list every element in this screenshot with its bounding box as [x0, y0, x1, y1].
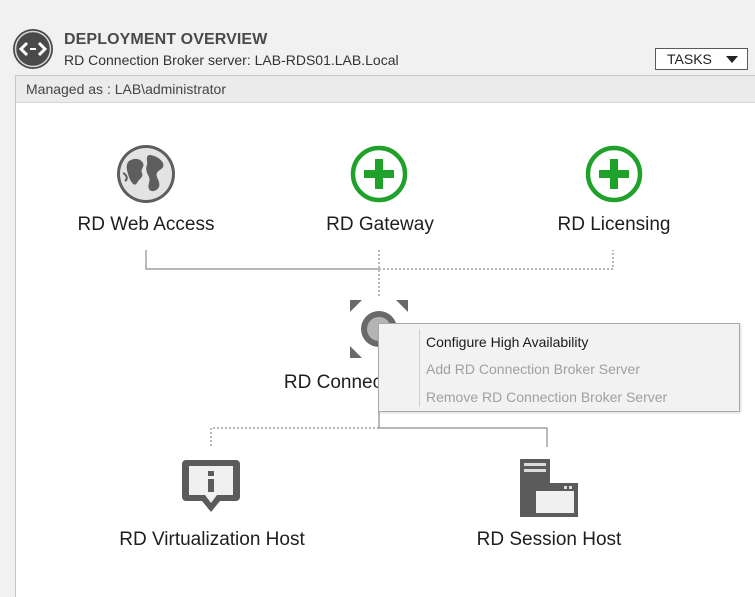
add-plus-icon	[585, 145, 643, 203]
role-label: RD Session Host	[476, 529, 622, 550]
menu-separator	[419, 329, 420, 407]
role-label: RD Web Access	[77, 214, 215, 235]
role-label: RD Licensing	[557, 214, 671, 235]
add-plus-icon	[350, 145, 408, 203]
deployment-overview-header: DEPLOYMENT OVERVIEW RD Connection Broker…	[0, 0, 755, 75]
menu-item-configure-high-availability[interactable]: Configure High Availability	[426, 334, 589, 350]
role-label: RD Virtualization Host	[119, 529, 305, 550]
managed-as-bar: Managed as : LAB\administrator	[16, 76, 755, 103]
server-window-icon	[520, 459, 578, 517]
menu-item-remove-connection-broker: Remove RD Connection Broker Server	[426, 389, 668, 405]
tasks-label: TASKS	[667, 51, 712, 67]
remote-desktop-icon	[13, 29, 53, 69]
tasks-dropdown[interactable]: TASKS	[655, 48, 748, 70]
globe-icon	[117, 145, 175, 203]
role-label: RD Connec	[283, 372, 383, 393]
role-label: RD Gateway	[326, 214, 434, 235]
context-menu: Configure High Availability Add RD Conne…	[378, 323, 740, 412]
chevron-down-icon	[726, 56, 738, 63]
menu-item-add-connection-broker: Add RD Connection Broker Server	[426, 361, 640, 377]
info-bubble-icon	[182, 460, 240, 512]
page-subtitle: RD Connection Broker server: LAB-RDS01.L…	[64, 52, 399, 68]
page-title: DEPLOYMENT OVERVIEW	[64, 31, 268, 48]
